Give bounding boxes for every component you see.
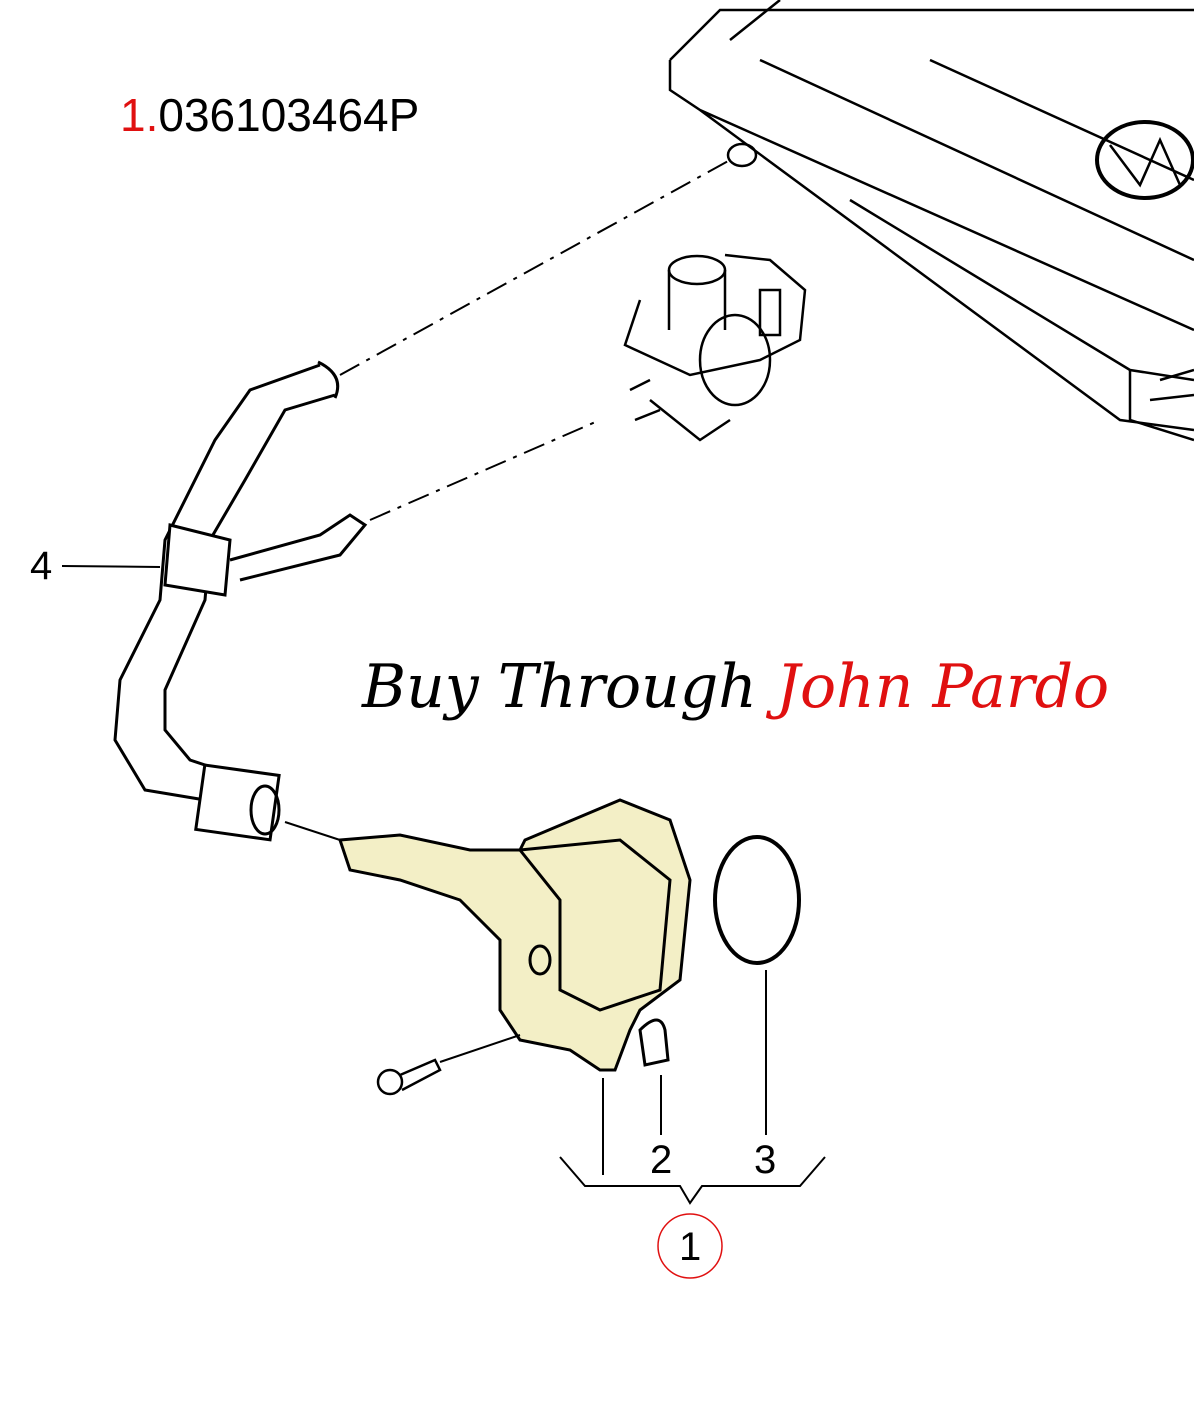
oil-separator xyxy=(337,798,692,1072)
throttle-body xyxy=(623,253,807,442)
callout-1: 1 xyxy=(679,1225,702,1269)
callout-2: 2 xyxy=(650,1138,673,1182)
callout-circle xyxy=(657,1213,723,1279)
callout-3: 3 xyxy=(754,1138,777,1182)
gasket-small xyxy=(638,1018,670,1067)
gasket-large xyxy=(713,835,801,965)
slogan: Buy Through John Pardo xyxy=(362,652,1109,722)
part-number-value: 036103464P xyxy=(158,89,420,141)
part-index: 1. xyxy=(120,89,159,141)
slogan-prefix: Buy Through xyxy=(362,652,776,722)
callout-4: 4 xyxy=(30,544,53,588)
part-number: 1.036103464P xyxy=(120,88,419,142)
bolt xyxy=(376,1058,442,1096)
slogan-name: John Pardo xyxy=(775,652,1110,722)
breather-hose xyxy=(113,360,368,842)
engine-cover xyxy=(668,0,1194,442)
